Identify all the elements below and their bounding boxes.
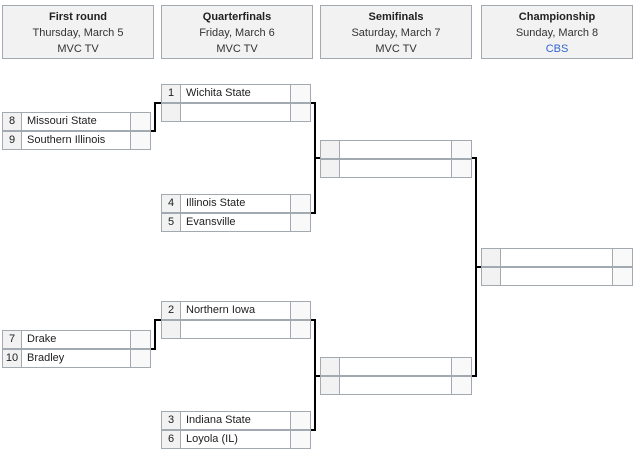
seed bbox=[321, 160, 340, 177]
score bbox=[612, 249, 632, 266]
bracket-connector bbox=[311, 212, 316, 214]
seed: 9 bbox=[3, 132, 22, 149]
round-date: Saturday, March 7 bbox=[351, 27, 441, 39]
score bbox=[451, 160, 471, 177]
round-title: Quarterfinals bbox=[202, 11, 272, 23]
round-header-quarterfinals: Quarterfinals Friday, March 6 MVC TV bbox=[161, 5, 313, 59]
quarterfinal-slot: 1 Wichita State bbox=[161, 84, 311, 103]
team-name: Wichita State bbox=[186, 87, 251, 99]
seed: 8 bbox=[3, 113, 22, 130]
seed bbox=[321, 141, 340, 158]
bracket-connector bbox=[151, 348, 155, 350]
score bbox=[290, 302, 310, 319]
quarterfinal-slot: 3 Indiana State bbox=[161, 411, 311, 430]
score bbox=[290, 431, 310, 448]
championship-slot bbox=[481, 248, 633, 267]
score bbox=[130, 113, 150, 130]
score bbox=[290, 412, 310, 429]
bracket-connector bbox=[154, 319, 156, 350]
team-name: Indiana State bbox=[186, 414, 251, 426]
seed bbox=[321, 377, 340, 394]
bracket-connector bbox=[314, 157, 320, 159]
quarterfinal-slot: 4 Illinois State bbox=[161, 194, 311, 213]
semifinal-slot bbox=[320, 357, 472, 376]
round-title: First round bbox=[48, 11, 108, 23]
seed: 1 bbox=[162, 85, 181, 102]
bracket-connector bbox=[154, 102, 156, 132]
seed: 5 bbox=[162, 214, 181, 231]
quarterfinal-slot: 6 Loyola (IL) bbox=[161, 430, 311, 449]
score bbox=[290, 214, 310, 231]
seed bbox=[482, 249, 501, 266]
bracket-connector bbox=[475, 266, 481, 268]
team-name: Bradley bbox=[27, 352, 65, 364]
score bbox=[451, 358, 471, 375]
seed: 3 bbox=[162, 412, 181, 429]
seed bbox=[321, 358, 340, 375]
team-name: Evansville bbox=[186, 216, 236, 228]
quarterfinal-slot: 2 Northern Iowa bbox=[161, 301, 311, 320]
round-header-championship: Championship Sunday, March 8 CBS bbox=[481, 5, 633, 59]
team-name: Southern Illinois bbox=[27, 134, 106, 146]
round-title: Semifinals bbox=[368, 11, 424, 23]
score bbox=[290, 321, 310, 338]
score bbox=[451, 377, 471, 394]
first-round-slot: 8 Missouri State bbox=[2, 112, 151, 131]
bracket-connector bbox=[154, 102, 161, 104]
score bbox=[612, 268, 632, 285]
score bbox=[130, 331, 150, 348]
score bbox=[451, 141, 471, 158]
round-date: Sunday, March 8 bbox=[515, 27, 599, 39]
bracket-connector bbox=[151, 130, 155, 132]
seed: 10 bbox=[3, 350, 22, 367]
seed bbox=[162, 104, 181, 121]
semifinal-slot bbox=[320, 159, 472, 178]
round-date: Thursday, March 5 bbox=[32, 27, 124, 39]
quarterfinal-slot: 5 Evansville bbox=[161, 213, 311, 232]
quarterfinal-slot bbox=[161, 320, 311, 339]
score bbox=[130, 350, 150, 367]
bracket-connector bbox=[314, 375, 320, 377]
seed: 4 bbox=[162, 195, 181, 212]
round-network: MVC TV bbox=[375, 43, 417, 55]
score bbox=[290, 104, 310, 121]
round-header-first-round: First round Thursday, March 5 MVC TV bbox=[2, 5, 154, 59]
bracket-connector bbox=[311, 429, 316, 431]
first-round-slot: 9 Southern Illinois bbox=[2, 131, 151, 150]
bracket-connector bbox=[311, 319, 316, 321]
network-link-cbs[interactable]: CBS bbox=[545, 43, 569, 55]
bracket-connector bbox=[472, 157, 477, 159]
first-round-slot: 10 Bradley bbox=[2, 349, 151, 368]
seed bbox=[482, 268, 501, 285]
semifinal-slot bbox=[320, 140, 472, 159]
bracket-connector bbox=[472, 375, 477, 377]
team-name: Illinois State bbox=[186, 197, 246, 209]
score bbox=[290, 195, 310, 212]
team-name: Loyola (IL) bbox=[186, 433, 238, 445]
bracket-connector bbox=[154, 319, 161, 321]
seed: 7 bbox=[3, 331, 22, 348]
bracket-connector bbox=[311, 102, 316, 104]
round-title: Championship bbox=[518, 11, 596, 23]
team-name: Northern Iowa bbox=[186, 304, 256, 316]
score bbox=[130, 132, 150, 149]
seed bbox=[162, 321, 181, 338]
seed: 2 bbox=[162, 302, 181, 319]
team-name: Drake bbox=[27, 333, 57, 345]
round-network: MVC TV bbox=[57, 43, 99, 55]
seed: 6 bbox=[162, 431, 181, 448]
score bbox=[290, 85, 310, 102]
round-network: MVC TV bbox=[216, 43, 258, 55]
first-round-slot: 7 Drake bbox=[2, 330, 151, 349]
championship-slot bbox=[481, 267, 633, 286]
round-header-semifinals: Semifinals Saturday, March 7 MVC TV bbox=[320, 5, 472, 59]
round-date: Friday, March 6 bbox=[199, 27, 275, 39]
team-name: Missouri State bbox=[27, 115, 97, 127]
semifinal-slot bbox=[320, 376, 472, 395]
quarterfinal-slot bbox=[161, 103, 311, 122]
